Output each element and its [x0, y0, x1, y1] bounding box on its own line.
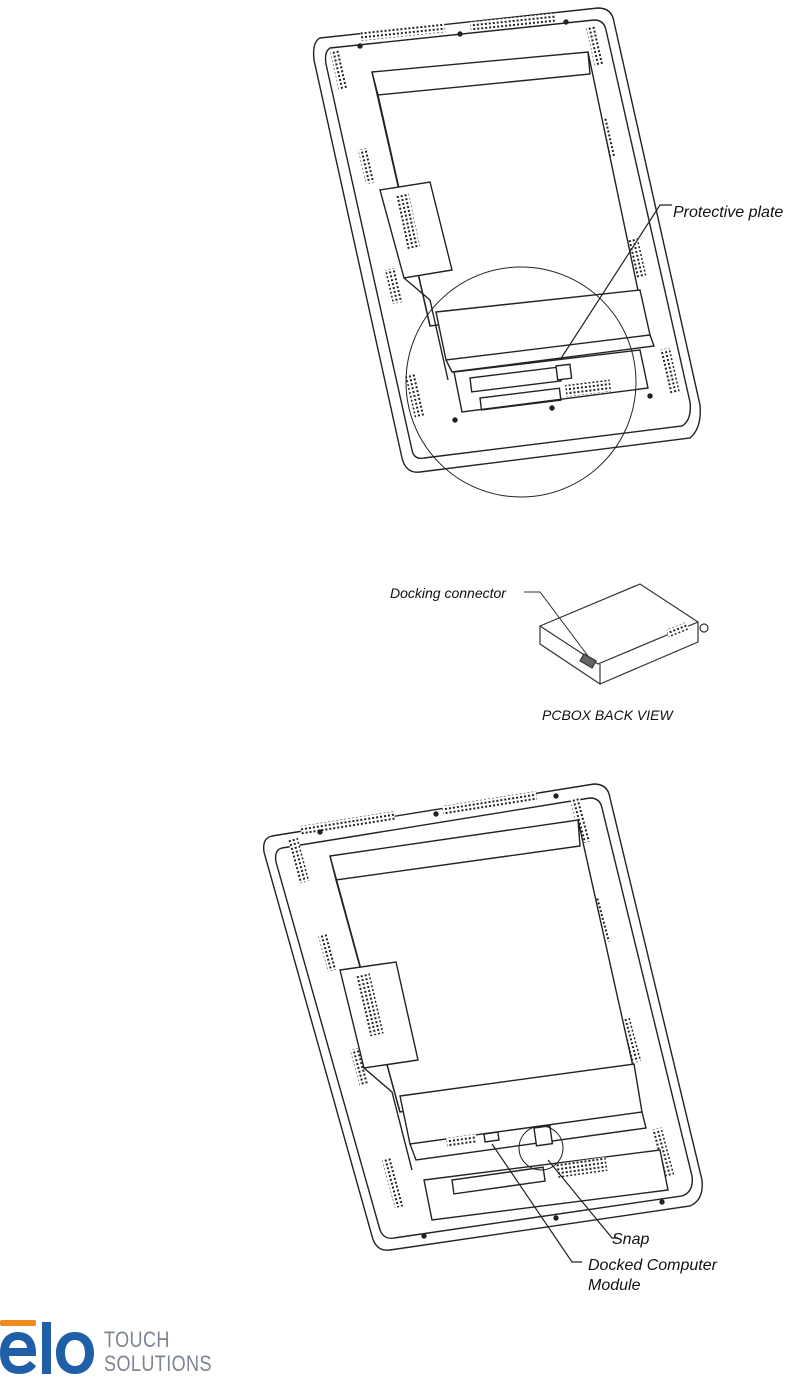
- protective-plate-label: Protective plate: [673, 204, 783, 221]
- elo-logo-mark: [0, 1320, 94, 1374]
- figure-1-monitor-back: [312, 7, 701, 498]
- figure-2-pcbox: [524, 583, 709, 686]
- snap-label: Snap: [612, 1231, 649, 1248]
- figure-3-docked-module: [262, 783, 703, 1263]
- pcbox-back-view-caption: PCBOX BACK VIEW: [542, 707, 674, 723]
- logo-wordmark: TOUCH SOLUTIONS: [104, 1328, 212, 1376]
- logo-text-touch: TOUCH: [104, 1327, 170, 1352]
- logo-text-solutions: SOLUTIONS: [104, 1351, 212, 1376]
- docking-connector-label: Docking connector: [390, 585, 507, 601]
- docked-computer-module-label: Docked Computer: [588, 1257, 718, 1274]
- docked-computer-module-label-line2: Module: [588, 1277, 641, 1294]
- elo-touch-solutions-logo: TOUCH SOLUTIONS: [0, 1316, 220, 1390]
- logo-accent-bar: [0, 1320, 36, 1326]
